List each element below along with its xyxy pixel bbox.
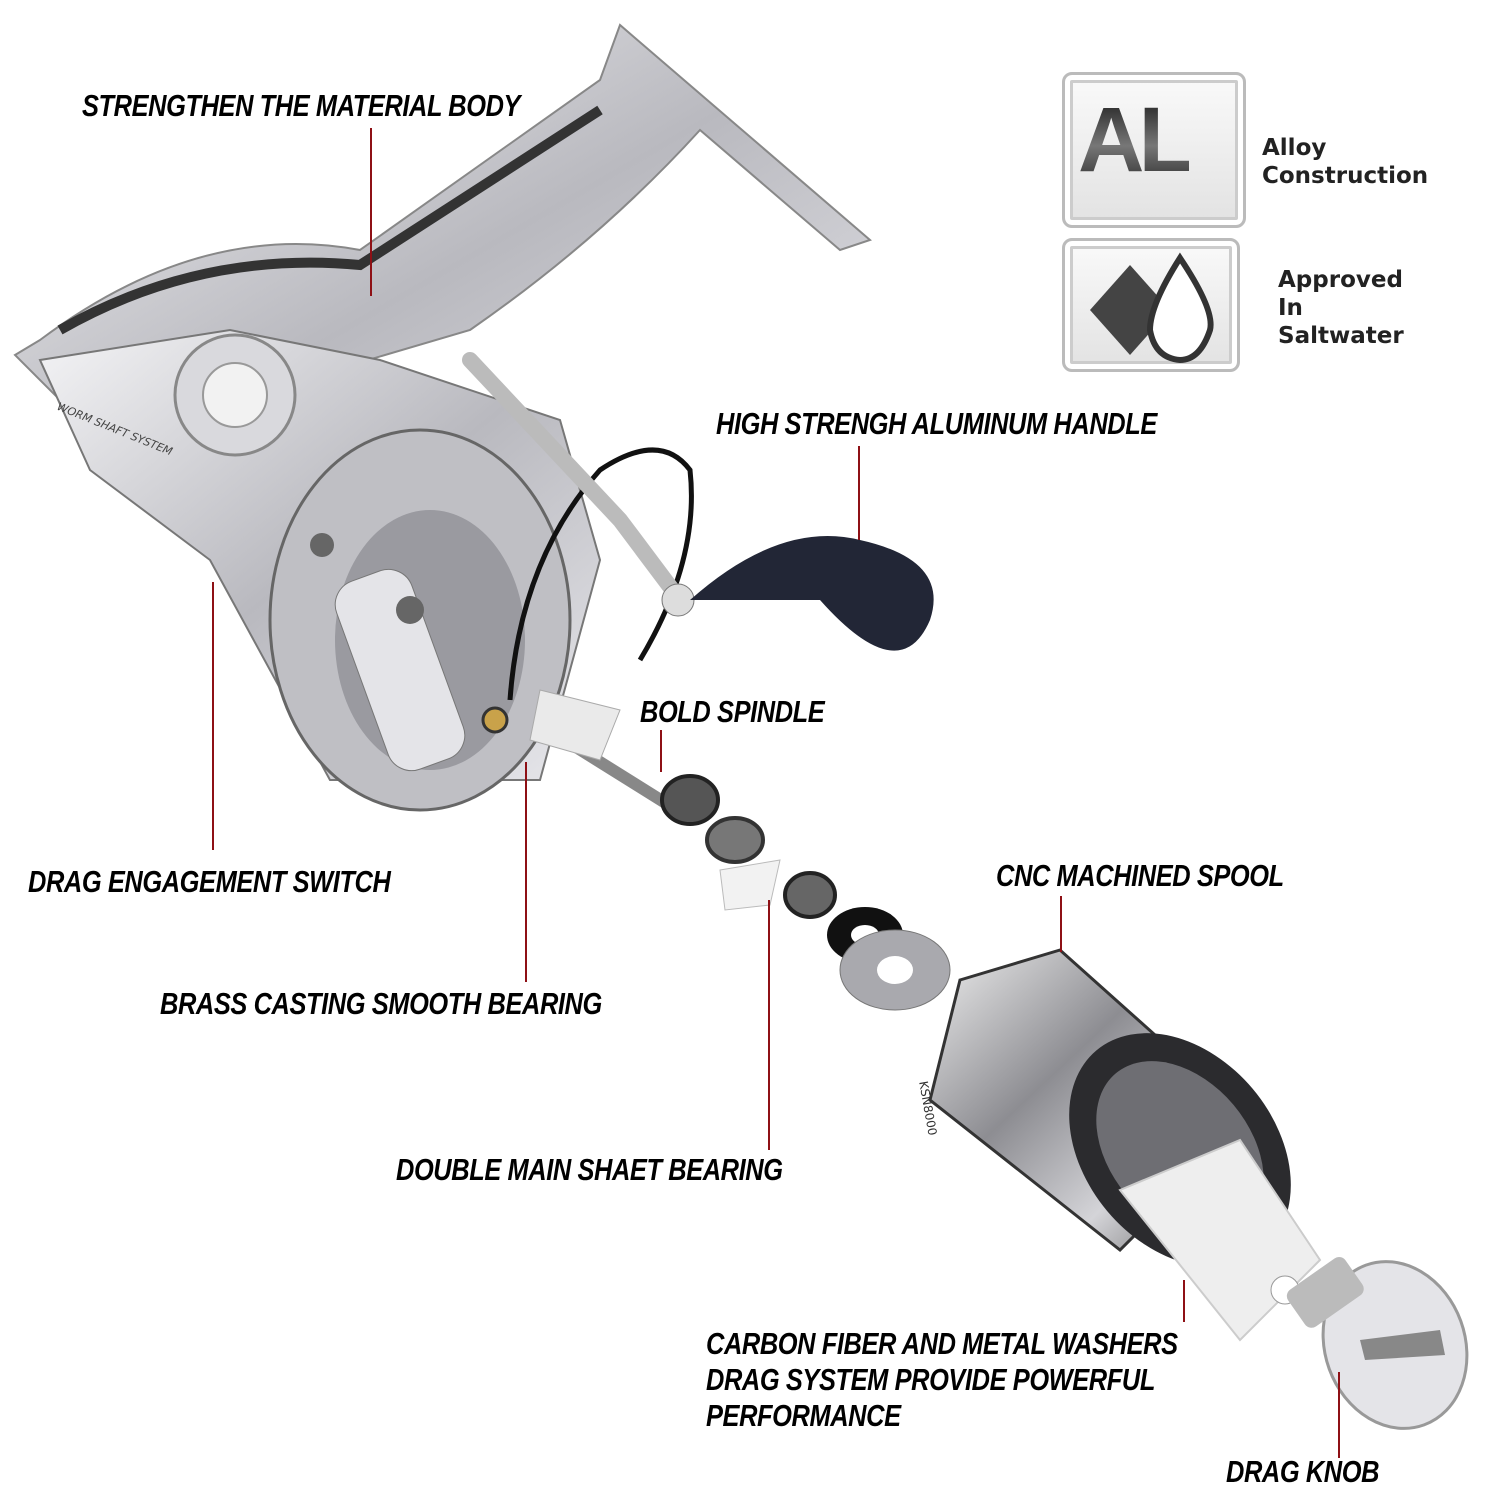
- drag-washers: [1118, 1138, 1322, 1342]
- label-brass-bearing: BRASS CASTING SMOOTH BEARING: [160, 986, 602, 1021]
- leader-line: [1060, 896, 1062, 952]
- saltwater-line3: Saltwater: [1278, 323, 1404, 349]
- leader-line: [370, 128, 372, 296]
- label-main-shaft-bearing: DOUBLE MAIN SHAET BEARING: [396, 1152, 783, 1187]
- saltwater-badge: [1062, 238, 1240, 372]
- alloy-line2: Construction: [1262, 163, 1429, 189]
- leader-line: [1338, 1372, 1340, 1458]
- washers-line3: PERFORMANCE: [706, 1398, 901, 1433]
- washers-line1: CARBON FIBER AND METAL WASHERS: [706, 1326, 1178, 1361]
- saltwater-line1: Approved: [1278, 267, 1403, 293]
- bearing: [660, 774, 720, 826]
- label-drag-engagement-switch: DRAG ENGAGEMENT SWITCH: [28, 864, 391, 899]
- leader-line: [660, 730, 662, 772]
- saltwater-text: Approved In Saltwater: [1278, 266, 1404, 350]
- alloy-logo: AL: [1078, 89, 1195, 191]
- leader-line: [212, 582, 214, 850]
- leader-line: [1183, 1280, 1185, 1322]
- saltwater-line2: In: [1278, 295, 1303, 321]
- bearing: [783, 871, 837, 919]
- handle-arm: [462, 352, 688, 608]
- alloy-text: Alloy Construction: [1262, 134, 1428, 190]
- bail-wire: [507, 447, 694, 701]
- label-bold-spindle: BOLD SPINDLE: [640, 694, 825, 729]
- alloy-badge: [1062, 72, 1246, 228]
- alloy-line1: Alloy: [1262, 135, 1327, 161]
- label-cnc-spool: CNC MACHINED SPOOL: [996, 858, 1284, 893]
- label-material-body: STRENGTHEN THE MATERIAL BODY: [82, 88, 521, 123]
- label-drag-washers: CARBON FIBER AND METAL WASHERS DRAG SYST…: [706, 1326, 1178, 1434]
- leader-line: [525, 762, 527, 982]
- washers-line2: DRAG SYSTEM PROVIDE POWERFUL: [706, 1362, 1155, 1397]
- label-aluminum-handle: HIGH STRENGH ALUMINUM HANDLE: [716, 406, 1157, 441]
- leader-line: [858, 446, 860, 540]
- handle-knob: [690, 536, 934, 651]
- label-drag-knob: DRAG KNOB: [1226, 1454, 1380, 1489]
- leader-line: [768, 900, 770, 1150]
